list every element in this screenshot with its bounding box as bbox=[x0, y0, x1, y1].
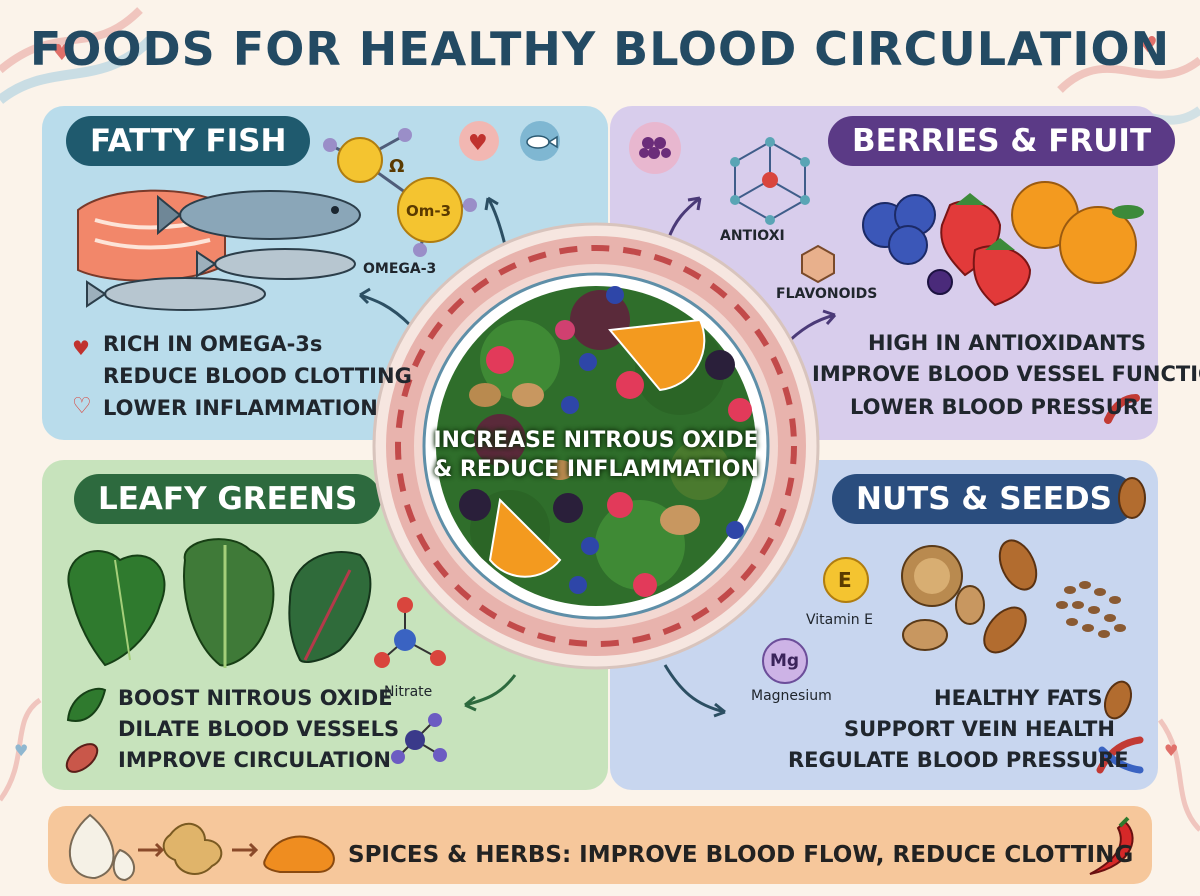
fish-icon bbox=[520, 121, 560, 161]
omega-badge-2: Om-3 bbox=[406, 202, 452, 220]
center-line-2: & REDUCE INFLAMMATION bbox=[433, 457, 759, 482]
nitrate-label: Nitrate bbox=[384, 684, 433, 700]
turmeric-icon bbox=[263, 835, 335, 873]
fish-benefit-1: RICH IN OMEGA-3s bbox=[103, 332, 323, 356]
blood-vessel-icon bbox=[1104, 394, 1140, 424]
svg-text:♥: ♥ bbox=[1164, 741, 1178, 760]
berry-benefit-3: LOWER BLOOD PRESSURE bbox=[850, 395, 1154, 419]
ginger-icon bbox=[162, 822, 223, 875]
heart-icon: ♥ bbox=[459, 121, 499, 161]
banner-text: SPICES & HERBS: IMPROVE BLOOD FLOW, REDU… bbox=[348, 842, 1134, 868]
greens-benefit-1: BOOST NITROUS OXIDE bbox=[118, 686, 393, 710]
fish-benefit-3: LOWER INFLAMMATION bbox=[103, 396, 378, 420]
heart-organ-icon: ♥ bbox=[72, 336, 90, 360]
svg-text:♥: ♥ bbox=[1138, 33, 1158, 58]
strawberry-icon bbox=[940, 193, 1032, 307]
magnesium-badge: Mg bbox=[770, 651, 800, 671]
svg-text:♥: ♥ bbox=[468, 131, 488, 156]
center-line-1: INCREASE NITROUS OXIDE bbox=[433, 428, 759, 453]
chili-pepper-icon bbox=[1089, 816, 1134, 875]
nuts-benefit-3: REGULATE BLOOD PRESSURE bbox=[788, 748, 1129, 772]
sardine-icon bbox=[86, 248, 356, 311]
magnesium-badge-icon bbox=[762, 638, 808, 684]
omega-molecule-icon bbox=[323, 128, 477, 257]
orange-icon bbox=[1011, 181, 1144, 284]
vitamin-e-badge: E bbox=[838, 568, 852, 592]
arrow-icon bbox=[358, 196, 837, 718]
kale-icon bbox=[183, 538, 275, 668]
spinach-icon bbox=[67, 550, 166, 667]
leaf-icon bbox=[66, 687, 107, 722]
magnesium-label: Magnesium bbox=[751, 688, 832, 704]
nuts-seeds-heading: NUTS & SEEDS bbox=[832, 474, 1136, 524]
flavonoid-molecule-icon bbox=[801, 244, 835, 284]
vitamin-e-label: Vitamin E bbox=[806, 612, 873, 628]
berries-fruit-heading: BERRIES & FRUIT bbox=[828, 116, 1176, 166]
vein-artery-icon bbox=[1096, 736, 1144, 774]
nuts-benefit-2: SUPPORT VEIN HEALTH bbox=[844, 717, 1115, 741]
seeds-icon bbox=[1056, 581, 1126, 638]
antioxi-label: ANTIOXI bbox=[720, 228, 785, 244]
spices-banner bbox=[48, 806, 1152, 884]
omega-badge-1: Ω bbox=[389, 156, 405, 177]
muscle-vessel-icon bbox=[65, 743, 99, 773]
fish-benefit-2: REDUCE BLOOD CLOTTING bbox=[103, 364, 412, 388]
mackerel-icon bbox=[157, 190, 361, 240]
blueberries-icon bbox=[862, 194, 953, 295]
greens-benefit-2: DILATE BLOOD VESSELS bbox=[118, 717, 400, 741]
walnut-icon bbox=[901, 545, 985, 651]
fatty-fish-heading: FATTY FISH bbox=[66, 116, 311, 166]
svg-text:♥: ♥ bbox=[52, 41, 72, 66]
almond-icon bbox=[983, 477, 1146, 720]
nuts-benefit-1: HEALTHY FATS bbox=[934, 686, 1103, 710]
arrow-right-icon bbox=[138, 842, 259, 858]
molecule-icon bbox=[391, 713, 447, 764]
antioxidant-molecule-icon bbox=[730, 137, 810, 225]
nitrate-molecule-icon bbox=[374, 597, 446, 668]
flavonoids-label: FLAVONOIDS bbox=[776, 286, 878, 302]
center-message: INCREASE NITROUS OXIDE & REDUCE INFLAMMA… bbox=[426, 426, 766, 484]
greens-benefit-3: IMPROVE CIRCULATION bbox=[118, 748, 391, 772]
page-title: FOODS FOR HEALTHY BLOOD CIRCULATION bbox=[29, 22, 1171, 76]
berry-benefit-1: HIGH IN ANTIOXIDANTS bbox=[868, 331, 1146, 355]
vitamin-e-badge-icon bbox=[823, 557, 869, 603]
svg-text:♥: ♥ bbox=[14, 741, 28, 760]
berry-icon bbox=[629, 122, 681, 174]
heart-icon: ♡ bbox=[72, 394, 92, 419]
salad-bowl-icon bbox=[372, 222, 820, 670]
omega-label: OMEGA-3 bbox=[363, 261, 437, 277]
chard-icon bbox=[288, 551, 372, 663]
garlic-icon bbox=[68, 813, 135, 882]
leafy-greens-heading: LEAFY GREENS bbox=[74, 474, 382, 524]
berry-benefit-2: IMPROVE BLOOD VESSEL FUNCTION bbox=[812, 362, 1200, 386]
